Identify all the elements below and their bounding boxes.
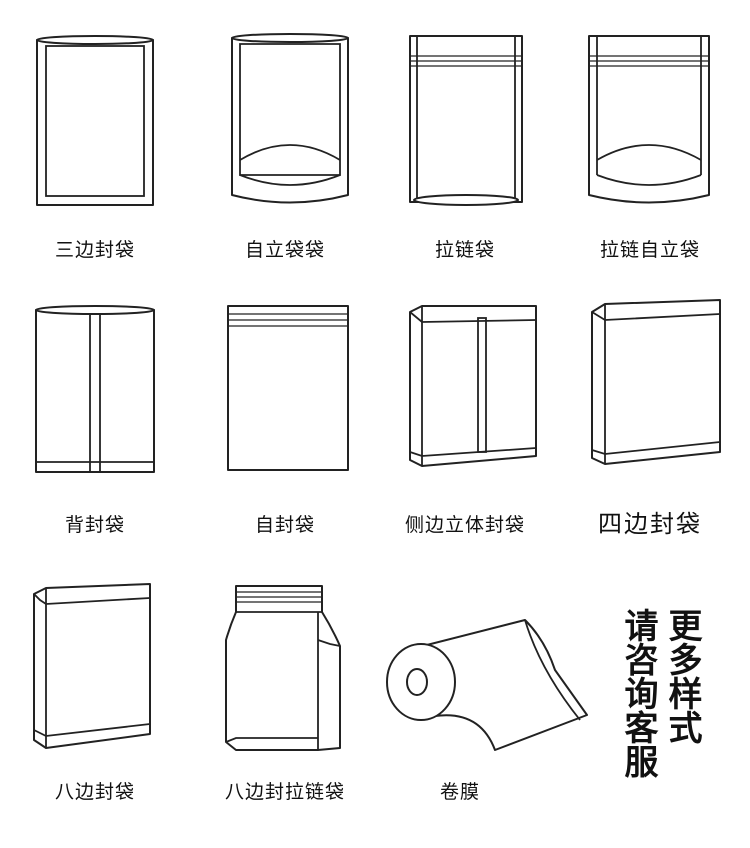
side-gusset-bag-icon [409, 305, 537, 467]
bag-label: 自立袋袋 [244, 239, 325, 261]
bag-item-back-seal[interactable]: 背封袋 [0, 290, 190, 560]
bag-label: 卷膜 [439, 781, 480, 803]
zipper-bag-icon [409, 35, 523, 206]
zipper-stand-up-pouch-icon [588, 35, 710, 204]
bag-label: 拉链袋 [434, 239, 495, 261]
eight-side-zipper-bag-icon [225, 585, 341, 751]
self-seal-bag-icon [227, 305, 349, 471]
bag-item-eight-side-zipper[interactable]: 八边封拉链袋 [190, 570, 380, 840]
bag-item-eight-side-seal[interactable]: 八边封袋 [0, 570, 190, 840]
four-side-seal-bag-icon [591, 299, 721, 465]
bag-label: 侧边立体封袋 [404, 514, 525, 536]
more-styles-text: 更多样式 [662, 608, 702, 744]
bag-label: 自封袋 [254, 514, 315, 536]
bag-item-zipper-stand-up[interactable]: 拉链自立袋 [555, 0, 745, 270]
bag-item-stand-up[interactable]: 自立袋袋 [190, 0, 380, 270]
film-roll-icon [386, 619, 588, 751]
bag-item-film-roll[interactable]: 卷膜 [375, 570, 588, 840]
bag-item-side-gusset[interactable]: 侧边立体封袋 [370, 290, 560, 560]
bag-label: 背封袋 [64, 514, 125, 536]
bag-label: 三边封袋 [54, 239, 135, 261]
three-side-seal-bag-icon [36, 35, 154, 206]
bag-label: 拉链自立袋 [599, 239, 700, 261]
bag-item-self-seal[interactable]: 自封袋 [190, 290, 380, 560]
bag-label: 八边封袋 [54, 781, 135, 803]
bag-item-zipper[interactable]: 拉链袋 [370, 0, 560, 270]
bag-item-four-side-seal[interactable]: 四边封袋 [555, 290, 745, 560]
bag-label: 四边封袋 [598, 510, 702, 538]
eight-side-seal-bag-icon [33, 583, 151, 749]
bag-label: 八边封拉链袋 [224, 781, 345, 803]
stand-up-pouch-icon [231, 33, 349, 204]
bag-item-three-side-seal[interactable]: 三边封袋 [0, 0, 190, 270]
back-seal-bag-icon [35, 305, 155, 473]
contact-service-text: 请咨询客服 [618, 608, 658, 778]
